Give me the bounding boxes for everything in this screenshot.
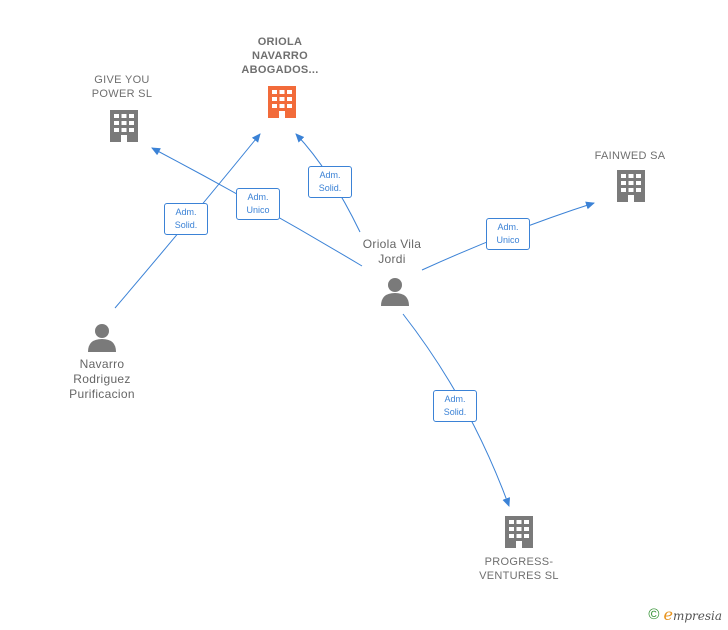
edge-label-e2[interactable]: Adm.Solid. <box>308 166 352 198</box>
person-icon[interactable] <box>88 324 116 352</box>
node-label-fainwed[interactable]: FAINWED SA <box>594 150 666 162</box>
edge-label-e5[interactable]: Adm.Solid. <box>433 390 477 422</box>
building-icon[interactable] <box>505 516 533 548</box>
person-icon[interactable] <box>381 278 409 306</box>
node-label-navarro-rodriguez[interactable]: Navarro Rodriguez Purificacion <box>69 357 135 401</box>
brand-logo[interactable]: empresia <box>663 605 722 624</box>
building-icon[interactable] <box>110 110 138 142</box>
edge-label-e1[interactable]: Adm.Unico <box>236 188 280 220</box>
building-focus-icon[interactable] <box>268 86 296 118</box>
edge-label-e3[interactable]: Adm.Solid. <box>164 203 208 235</box>
node-label-oriola-vila[interactable]: Oriola Vila Jordi <box>362 237 422 266</box>
node-label-give-you-power[interactable]: GIVE YOU POWER SL <box>91 74 153 100</box>
node-label-oriola-navarro[interactable]: ORIOLA NAVARRO ABOGADOS... <box>241 36 319 76</box>
edge-label-e4[interactable]: Adm.Unico <box>486 218 530 250</box>
building-icon[interactable] <box>617 170 645 202</box>
node-label-progress-ventures[interactable]: PROGRESS- VENTURES SL <box>479 556 559 582</box>
copyright-mark: © empresia <box>648 605 722 624</box>
copyright-icon: © <box>648 606 660 623</box>
